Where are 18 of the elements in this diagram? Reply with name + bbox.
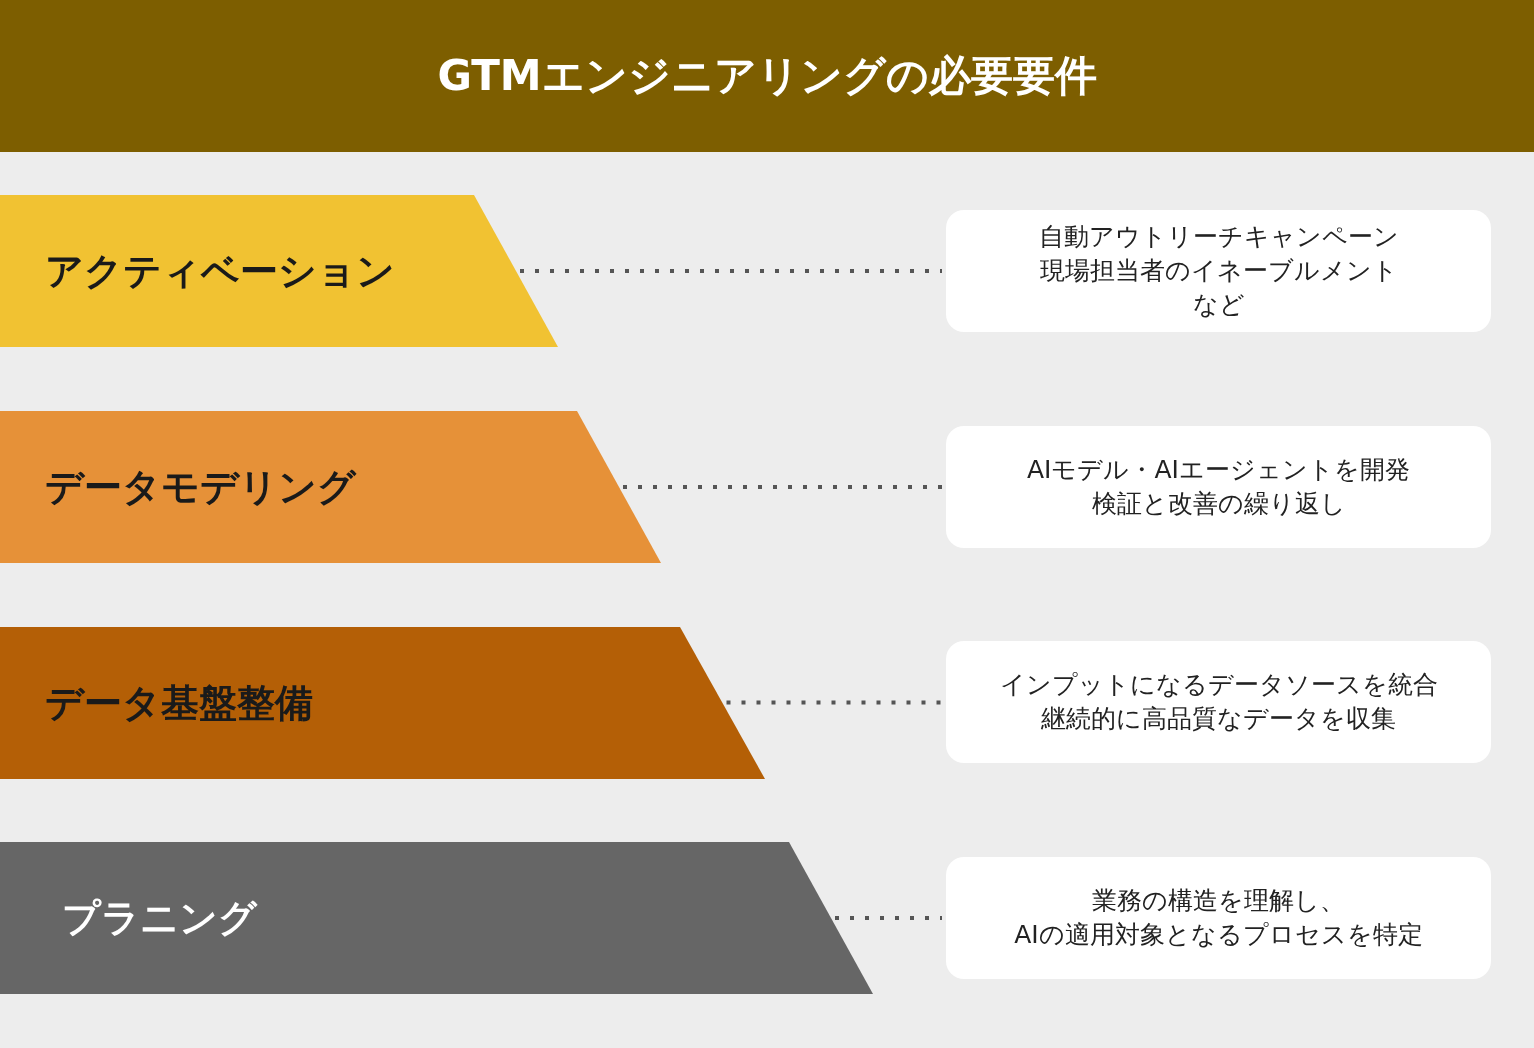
band-label: データ基盤整備 bbox=[45, 679, 313, 727]
band-label: プラニング bbox=[62, 894, 257, 942]
description-text: 自動アウトリーチキャンペーン bbox=[1038, 221, 1399, 253]
dotted-connector bbox=[520, 269, 942, 273]
band-label: アクティベーション bbox=[45, 247, 395, 295]
band-label: データモデリング bbox=[45, 463, 356, 511]
description-text: 検証と改善の繰り返し bbox=[1091, 488, 1346, 520]
description-text: 業務の構造を理解し、 bbox=[1092, 885, 1345, 917]
title: GTMエンジニアリングの必要要件 bbox=[436, 50, 1098, 102]
description-text: など bbox=[1192, 289, 1245, 321]
dotted-connector bbox=[726, 700, 942, 705]
description-text: AIモデル・AIエージェントを開発 bbox=[1027, 454, 1410, 486]
dotted-connector bbox=[623, 485, 942, 489]
dotted-connector bbox=[835, 916, 942, 920]
description-text: AIの適用対象となるプロセスを特定 bbox=[1014, 919, 1423, 951]
description-text: インプットになるデータソースを統合 bbox=[999, 669, 1438, 701]
description-text: 現場担当者のイネーブルメント bbox=[1039, 255, 1398, 287]
description-text: 継続的に高品質なデータを収集 bbox=[1041, 703, 1396, 735]
